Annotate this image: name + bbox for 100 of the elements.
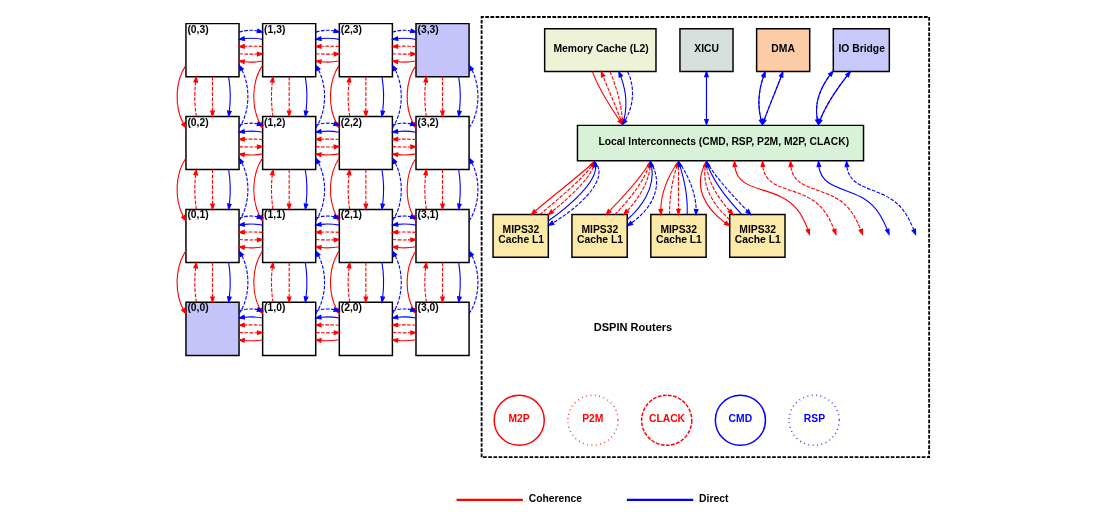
arrow [237,314,263,320]
arrow [237,59,263,65]
arrow [176,157,187,223]
arrow [314,237,341,243]
arrow [843,159,916,237]
node-box: Local Interconnects (CMD, RSP, P2M, M2P, CLACK) [576,124,864,162]
label: DSPIN Routers [593,320,672,333]
arrow [390,152,417,158]
arrow [677,160,699,217]
arrow [345,261,351,303]
arrow [226,76,232,118]
arrow [238,121,264,127]
node-box: MIPS32 Cache L1 [491,213,549,259]
arrow [238,306,264,312]
arrow [379,262,385,304]
arrow [209,169,215,211]
arrow [269,168,275,210]
arrow [467,63,478,129]
arrow [238,237,264,243]
arrow [362,262,368,304]
arrow [456,262,462,304]
arrow [422,261,428,303]
arrow [269,261,275,303]
legend-label: Direct [698,492,728,504]
arrow [390,322,417,328]
arrow [391,330,418,336]
arrow [237,245,263,251]
arrow [238,214,264,220]
arrow [390,35,417,42]
arrow [313,337,340,344]
arrow [815,159,890,237]
node-box: DMA [755,28,810,73]
arrow [237,35,263,42]
node-box: (0,1) [184,208,240,264]
arrow [237,156,248,222]
arrow [313,43,340,49]
arrow [237,337,263,344]
arrow [759,159,837,237]
node-circle: M2P [492,394,545,447]
arrow [379,76,385,118]
arrow [286,262,292,304]
arrow [391,121,418,127]
arrow [705,160,752,216]
arrow [176,250,187,316]
arrow [286,76,292,118]
arrow [313,152,340,158]
arrow [236,43,263,49]
arrow [314,144,341,150]
arrow [314,28,341,34]
arrow [362,169,368,211]
node-box: (1,3) [261,22,316,78]
arrow [313,59,340,65]
node-box: (2,3) [338,22,393,78]
node-box: (3,2) [414,115,470,171]
arrow [362,76,368,118]
arrow [787,159,863,237]
node-box: XICU [678,28,734,73]
arrow [238,330,264,336]
arrow [314,156,325,222]
node-circle: CLACK [640,394,692,447]
arrow [209,76,215,118]
arrow [439,76,445,118]
arrow [237,249,248,315]
arrow [345,168,351,210]
arrow [237,229,263,235]
arrow [313,314,340,320]
node-circle: CMD [714,394,766,447]
arrow [176,64,187,130]
arrow [237,221,263,227]
arrow [313,229,340,235]
arrow [391,51,418,57]
arrow [313,35,340,42]
arrow [313,245,340,251]
arrow [237,322,263,328]
arrow [390,59,417,65]
arrow [303,169,309,211]
arrow [314,51,341,57]
node-box: (2,2) [338,115,393,171]
node-box: (0,2) [184,115,240,171]
arrow [391,237,418,243]
node-box: (2,0) [338,301,393,357]
arrow [391,156,402,222]
node-box: (2,1) [338,208,393,264]
arrow [456,169,462,211]
arrow [313,128,340,134]
legend-label: Coherence [528,492,582,504]
arrow [422,75,428,117]
arrow [237,128,263,134]
arrow [237,152,263,158]
arrow [314,63,325,129]
node-box: (0,0) [184,301,240,357]
node-box: MIPS32 Cache L1 [570,213,628,259]
arrow [314,306,341,312]
arrow [192,261,198,303]
arrow [314,121,341,127]
node-box: Memory Cache (L2) [543,28,657,73]
node-box: MIPS32 Cache L1 [728,213,786,259]
arrow [238,144,264,150]
arrow [390,221,417,227]
arrow [286,169,292,211]
